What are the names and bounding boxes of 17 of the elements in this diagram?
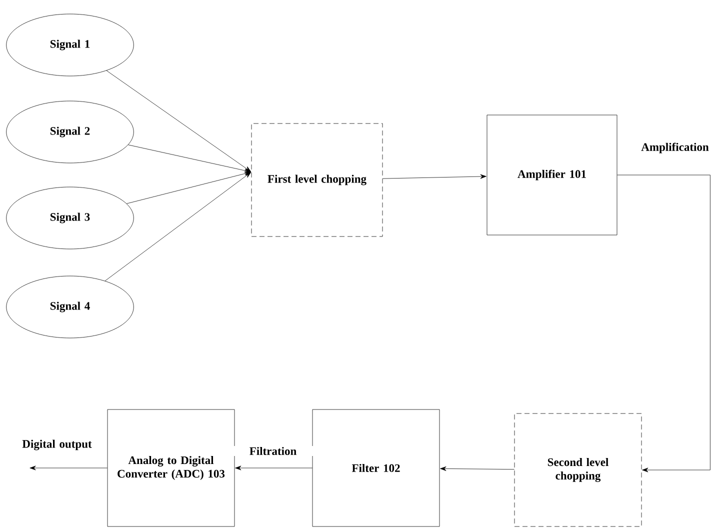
process-box: Second level chopping	[514, 413, 642, 527]
edge-label: Digital output	[22, 440, 92, 450]
edge-label: Amplification	[641, 142, 709, 154]
arrow	[30, 466, 108, 470]
arrow	[382, 174, 486, 179]
process-box: Amplifier 101	[486, 114, 618, 236]
arrow	[235, 466, 312, 470]
process-box: Filter 102	[312, 409, 440, 527]
arrow	[126, 171, 251, 204]
edge-label: Filtration	[250, 446, 296, 456]
process-box: Analog to Digital Converter (ADC) 103	[107, 409, 235, 527]
arrow	[440, 466, 514, 471]
arrow	[106, 70, 252, 172]
arrow	[128, 144, 251, 173]
arrow	[617, 174, 710, 472]
process-box: First level chopping	[251, 123, 383, 237]
arrow	[104, 172, 252, 282]
